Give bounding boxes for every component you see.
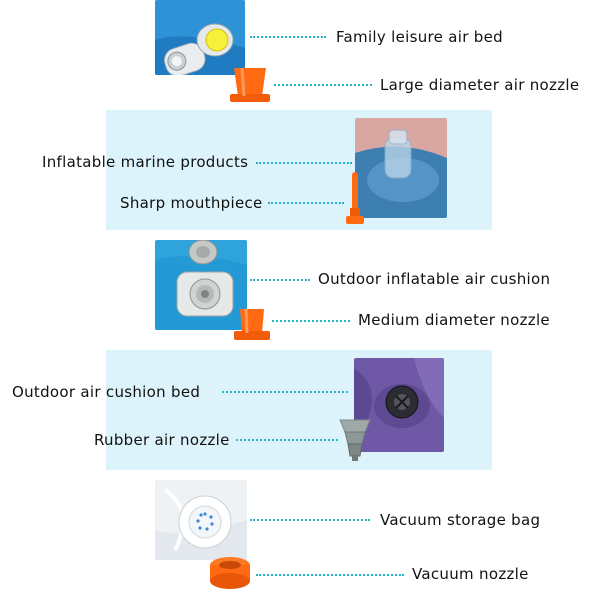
label-medium-diameter-nozzle: Medium diameter nozzle xyxy=(358,311,550,329)
leader-line xyxy=(268,202,344,204)
leader-line xyxy=(256,162,352,164)
vacuum-nozzle-photo xyxy=(207,555,253,595)
label-outdoor-inflatable-air-cushion: Outdoor inflatable air cushion xyxy=(318,270,551,288)
medium-nozzle-photo xyxy=(232,307,272,343)
cushion-bed-valve-icon xyxy=(354,358,444,452)
sharp-mouthpiece-photo xyxy=(344,170,366,228)
marine-valve-icon xyxy=(355,118,447,218)
cushion-bed-valve-photo xyxy=(354,358,444,452)
leader-line xyxy=(256,574,404,576)
large-nozzle-icon xyxy=(230,67,270,102)
leader-line xyxy=(250,36,326,38)
vacuum-valve-photo xyxy=(155,480,247,560)
label-outdoor-air-cushion-bed: Outdoor air cushion bed xyxy=(12,383,201,401)
cushion-valve-photo xyxy=(155,240,247,330)
label-family-leisure-air-bed: Family leisure air bed xyxy=(336,28,503,46)
label-vacuum-storage-bag: Vacuum storage bag xyxy=(380,511,541,529)
label-sharp-mouthpiece: Sharp mouthpiece xyxy=(120,194,263,212)
leader-line xyxy=(222,391,348,393)
large-nozzle-photo xyxy=(228,66,272,106)
air-bed-valve-icon xyxy=(155,0,245,75)
leader-line xyxy=(236,439,338,441)
rubber-nozzle-icon xyxy=(339,419,371,461)
leader-line xyxy=(250,279,310,281)
marine-valve-photo xyxy=(355,118,447,218)
vacuum-nozzle-icon xyxy=(210,557,250,589)
leader-line xyxy=(272,320,350,322)
label-inflatable-marine-products: Inflatable marine products xyxy=(42,153,249,171)
cushion-valve-icon xyxy=(155,240,247,330)
vacuum-valve-icon xyxy=(155,480,247,560)
leader-line xyxy=(274,84,372,86)
label-vacuum-nozzle: Vacuum nozzle xyxy=(412,565,529,583)
air-bed-valve-photo xyxy=(155,0,245,75)
label-rubber-air-nozzle: Rubber air nozzle xyxy=(94,431,230,449)
label-large-diameter-air-nozzle: Large diameter air nozzle xyxy=(380,76,580,94)
rubber-nozzle-photo xyxy=(338,416,372,462)
sharp-mouthpiece-icon xyxy=(346,172,364,224)
medium-nozzle-icon xyxy=(234,308,270,340)
leader-line xyxy=(250,519,370,521)
